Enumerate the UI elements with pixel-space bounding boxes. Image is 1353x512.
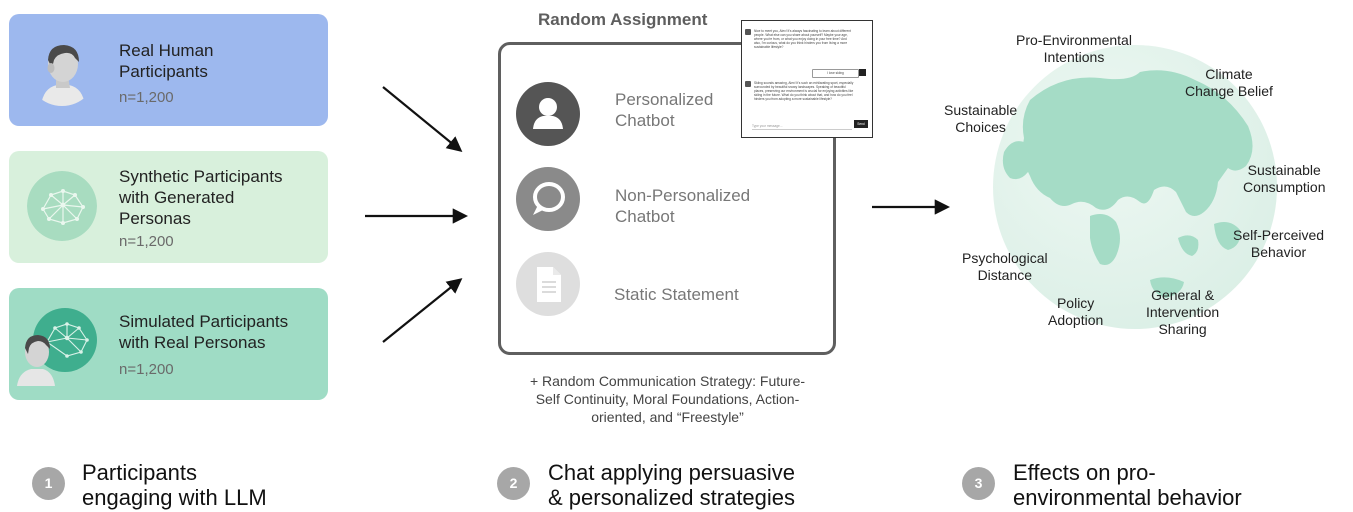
speech-bubble-icon: [516, 167, 580, 231]
strategy-line: oriented, and “Freestyle”: [591, 409, 744, 425]
message-input[interactable]: Type your message...: [752, 123, 852, 130]
effect-pro-environmental-intentions: Pro-Environmental Intentions: [1016, 32, 1132, 66]
bot-message: Nice to meet you, Alex! It's always fasc…: [754, 29, 851, 49]
effect-line: Sustainable: [1247, 162, 1321, 178]
effect-line: Consumption: [1243, 179, 1326, 195]
effect-line: Behavior: [1250, 244, 1307, 260]
step-number-badge: 2: [497, 467, 530, 500]
effect-line: Distance: [977, 267, 1033, 283]
user-avatar-icon: [859, 69, 866, 76]
card-title-line: Synthetic Participants: [119, 167, 283, 186]
random-assignment-box: [498, 42, 836, 355]
bot-avatar-icon: [745, 81, 751, 87]
step-number-badge: 1: [32, 467, 65, 500]
option-label: Static Statement: [614, 285, 739, 304]
bot-avatar-icon: [745, 29, 751, 35]
step-caption-line: Chat applying persuasive: [548, 460, 796, 485]
network-brain-icon: [27, 171, 97, 241]
human-with-network-icon: [15, 306, 105, 386]
communication-strategy-note: + Random Communication Strategy: Future-…: [490, 372, 845, 426]
step-caption-line: & personalized strategies: [548, 485, 796, 510]
strategy-line: + Random Communication Strategy: Future-: [529, 373, 806, 389]
effect-line: Policy: [1056, 295, 1095, 311]
effect-line: Intervention: [1146, 304, 1220, 320]
step-caption-line: environmental behavior: [1013, 485, 1242, 510]
card-title-line: with Real Personas: [119, 333, 266, 352]
sample-size: n=1,200: [119, 361, 174, 378]
send-button[interactable]: Send: [854, 120, 868, 128]
card-title-line: with Generated: [119, 188, 235, 207]
effect-self-perceived-behavior: Self-Perceived Behavior: [1233, 227, 1324, 261]
option-label: Chatbot: [615, 111, 675, 130]
step-caption: Participants engaging with LLM: [82, 460, 267, 510]
option-label: Chatbot: [615, 207, 675, 226]
effect-psychological-distance: Psychological Distance: [962, 250, 1048, 284]
effect-line: Sustainable: [944, 102, 1018, 118]
effect-intervention-sharing: General & Intervention Sharing: [1146, 287, 1219, 338]
sample-size: n=1,200: [119, 89, 174, 106]
card-title-line: Personas: [119, 209, 191, 228]
effect-sustainable-choices: Sustainable Choices: [944, 102, 1017, 136]
arrow-icon: [382, 278, 463, 343]
random-assignment-title: Random Assignment: [538, 10, 708, 29]
synthetic-participants-card: Synthetic Participants with Generated Pe…: [9, 151, 328, 263]
step-caption-line: Effects on pro-: [1013, 460, 1156, 485]
globe-icon: [993, 45, 1277, 329]
simulated-participants-card: Simulated Participants with Real Persona…: [9, 288, 328, 400]
option-label: Non-Personalized: [615, 186, 751, 205]
bot-message: Skiing sounds amazing, Alex! It's such a…: [754, 81, 854, 101]
chat-preview: Nice to meet you, Alex! It's always fasc…: [741, 20, 873, 138]
step-caption-line: Participants: [82, 460, 197, 485]
effect-line: Intentions: [1043, 49, 1105, 65]
sample-size: n=1,200: [119, 233, 174, 250]
effect-climate-change-belief: Climate Change Belief: [1185, 66, 1273, 100]
effect-line: Psychological: [962, 250, 1048, 266]
effect-line: Self-Perceived: [1233, 227, 1325, 243]
effect-line: General &: [1151, 287, 1215, 303]
effect-policy-adoption: Policy Adoption: [1048, 295, 1103, 329]
card-title-line: Simulated Participants: [119, 312, 289, 331]
step-number-badge: 3: [962, 467, 995, 500]
effect-line: Change Belief: [1185, 83, 1273, 99]
document-icon: [516, 252, 580, 316]
step-caption: Effects on pro- environmental behavior: [1013, 460, 1242, 510]
person-icon: [516, 82, 580, 146]
user-reply: I love skiing: [812, 69, 859, 78]
human-head-icon: [27, 36, 97, 106]
card-title-line: Real Human: [119, 41, 214, 60]
effect-line: Climate: [1205, 66, 1253, 82]
real-human-participants-card: Real Human Participants n=1,200: [9, 14, 328, 126]
card-title-line: Participants: [119, 62, 208, 81]
step-caption-line: engaging with LLM: [82, 485, 267, 510]
effect-line: Choices: [955, 119, 1006, 135]
option-label: Personalized: [615, 90, 714, 109]
strategy-line: Self Continuity, Moral Foundations, Acti…: [535, 391, 800, 407]
effect-line: Pro-Environmental: [1016, 32, 1132, 48]
effect-line: Sharing: [1158, 321, 1207, 337]
effect-line: Adoption: [1048, 312, 1104, 328]
arrow-icon: [382, 86, 463, 152]
effect-sustainable-consumption: Sustainable Consumption: [1243, 162, 1326, 196]
step-caption: Chat applying persuasive & personalized …: [548, 460, 795, 510]
